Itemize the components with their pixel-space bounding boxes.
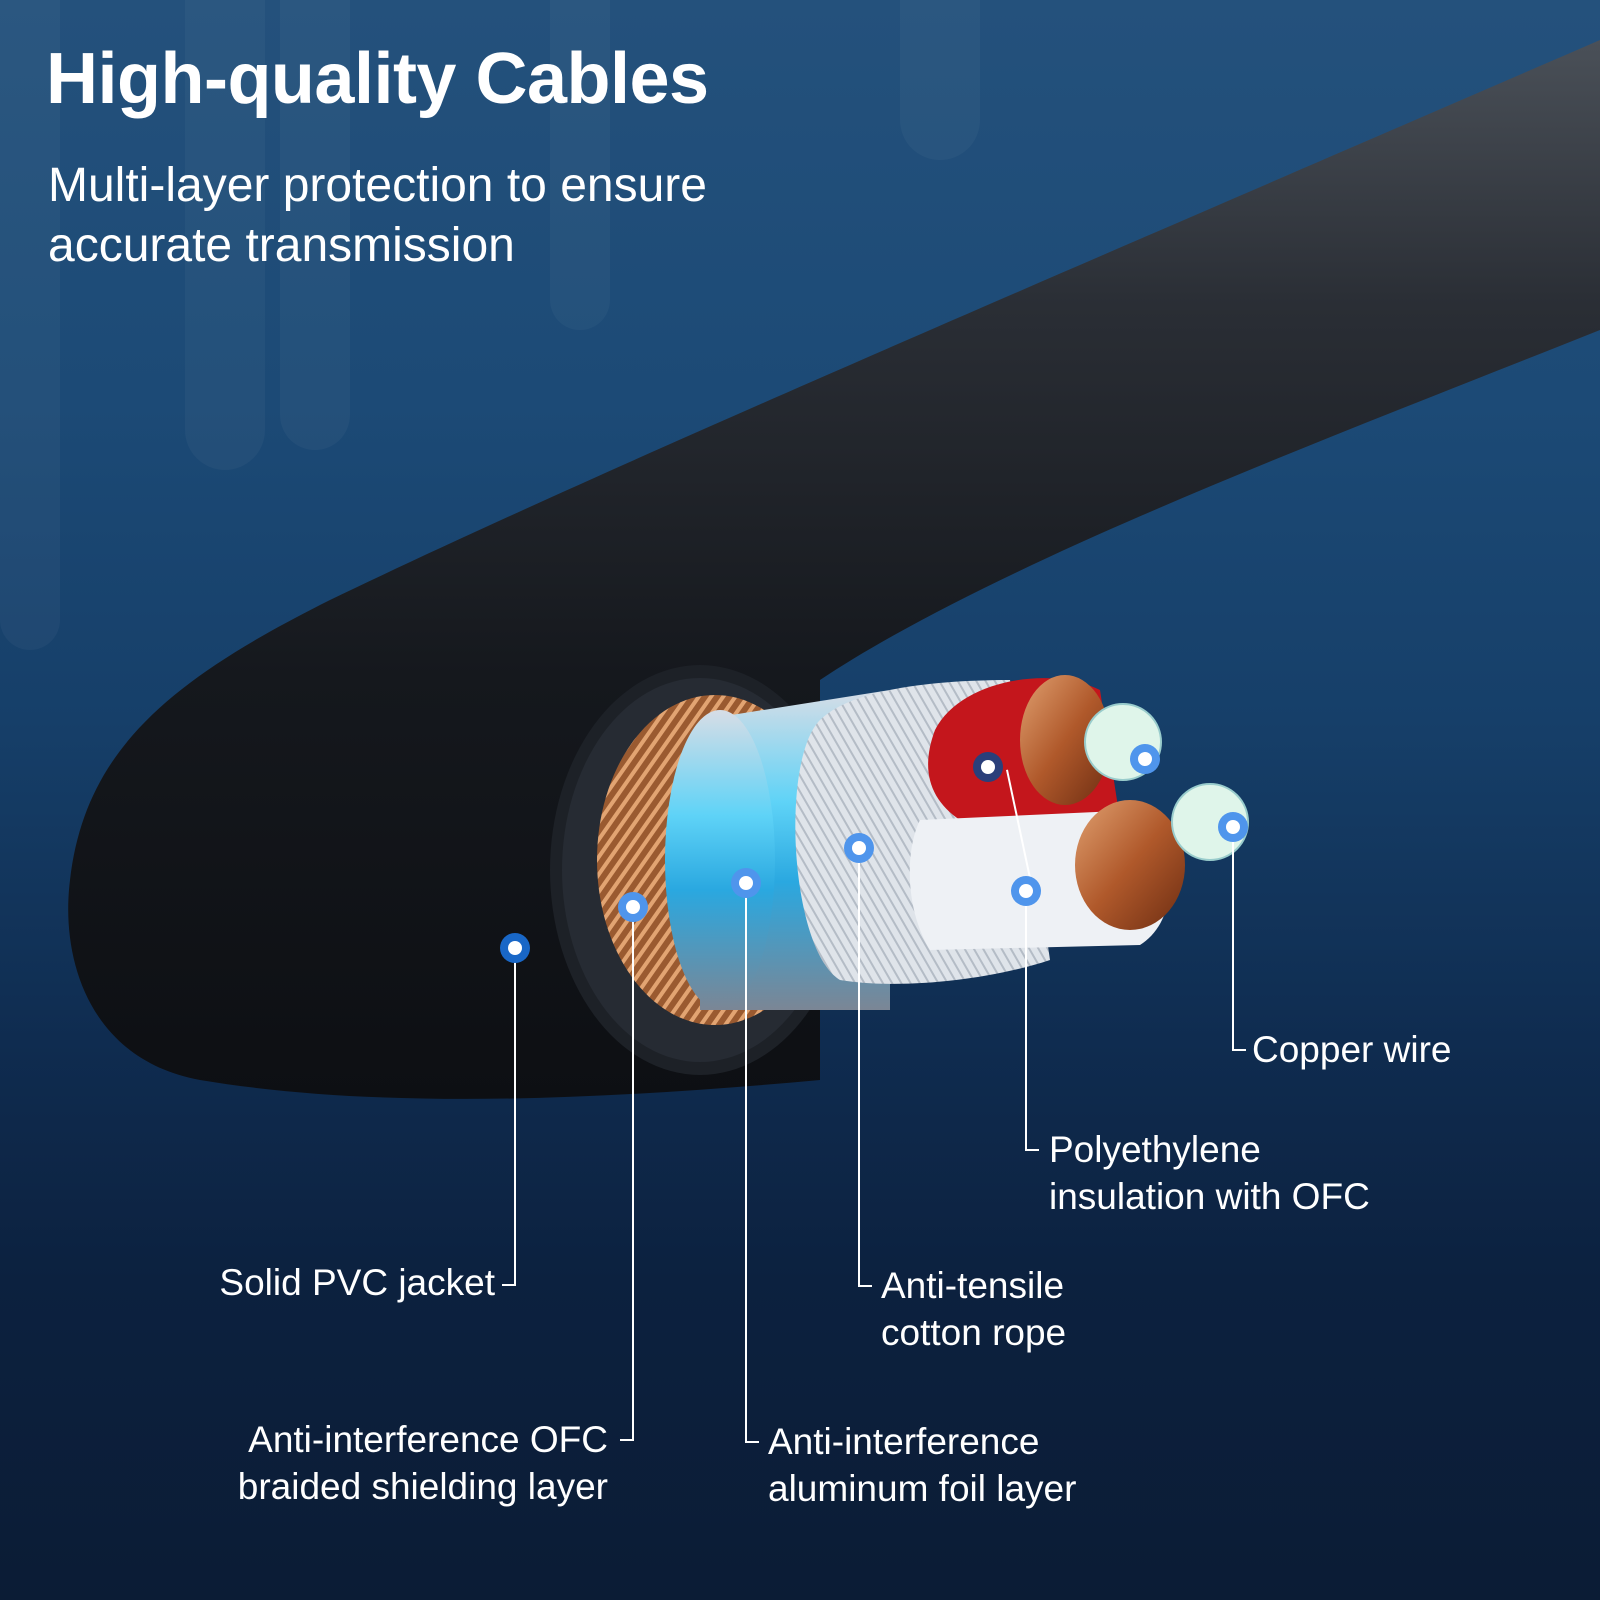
leader-line-aluminum-foil-tick bbox=[745, 1441, 759, 1443]
page-title: High-quality Cables bbox=[46, 39, 709, 119]
leader-line-aluminum-foil bbox=[745, 882, 747, 1442]
leader-line-ofc-braid-tick bbox=[620, 1439, 634, 1441]
leader-line-copper-wire bbox=[1232, 835, 1234, 1050]
page-subtitle: Multi-layer protection to ensure accurat… bbox=[48, 156, 808, 276]
callout-polyethylene: Polyethylene insulation with OFC bbox=[1049, 1129, 1370, 1217]
leader-line-ofc-braid bbox=[632, 905, 634, 1440]
marker-polyethylene bbox=[1011, 876, 1041, 906]
marker-copper-wire-1 bbox=[1130, 744, 1160, 774]
callout-ofc-braid: Anti-interference OFC braided shielding … bbox=[237, 1419, 608, 1507]
leader-line-pvc-jacket bbox=[514, 945, 516, 1285]
callout-copper-wire: Copper wire bbox=[1252, 1029, 1452, 1070]
marker-aluminum-foil bbox=[731, 868, 761, 898]
leader-line-cotton-rope-tick bbox=[858, 1285, 872, 1287]
marker-ofc-braid bbox=[618, 892, 648, 922]
leader-line-pvc-jacket-tick bbox=[502, 1284, 516, 1286]
subtitle-line-1: Multi-layer protection to ensure bbox=[48, 159, 707, 212]
marker-red-insulation bbox=[973, 752, 1003, 782]
leader-line-polyethylene bbox=[1025, 890, 1027, 1150]
leader-line-copper-wire-tick bbox=[1232, 1049, 1246, 1051]
callout-cotton-rope: Anti-tensile cotton rope bbox=[881, 1265, 1067, 1353]
callout-pvc-jacket: Solid PVC jacket bbox=[219, 1262, 495, 1303]
leader-line-polyethylene-tick bbox=[1025, 1149, 1039, 1151]
marker-cotton-rope bbox=[844, 833, 874, 863]
callout-aluminum-foil: Anti-interference aluminum foil layer bbox=[768, 1421, 1077, 1509]
leader-line-cotton-rope bbox=[858, 848, 860, 1286]
marker-copper-wire-2 bbox=[1218, 812, 1248, 842]
subtitle-line-2: accurate transmission bbox=[48, 219, 515, 272]
marker-pvc-jacket bbox=[500, 933, 530, 963]
